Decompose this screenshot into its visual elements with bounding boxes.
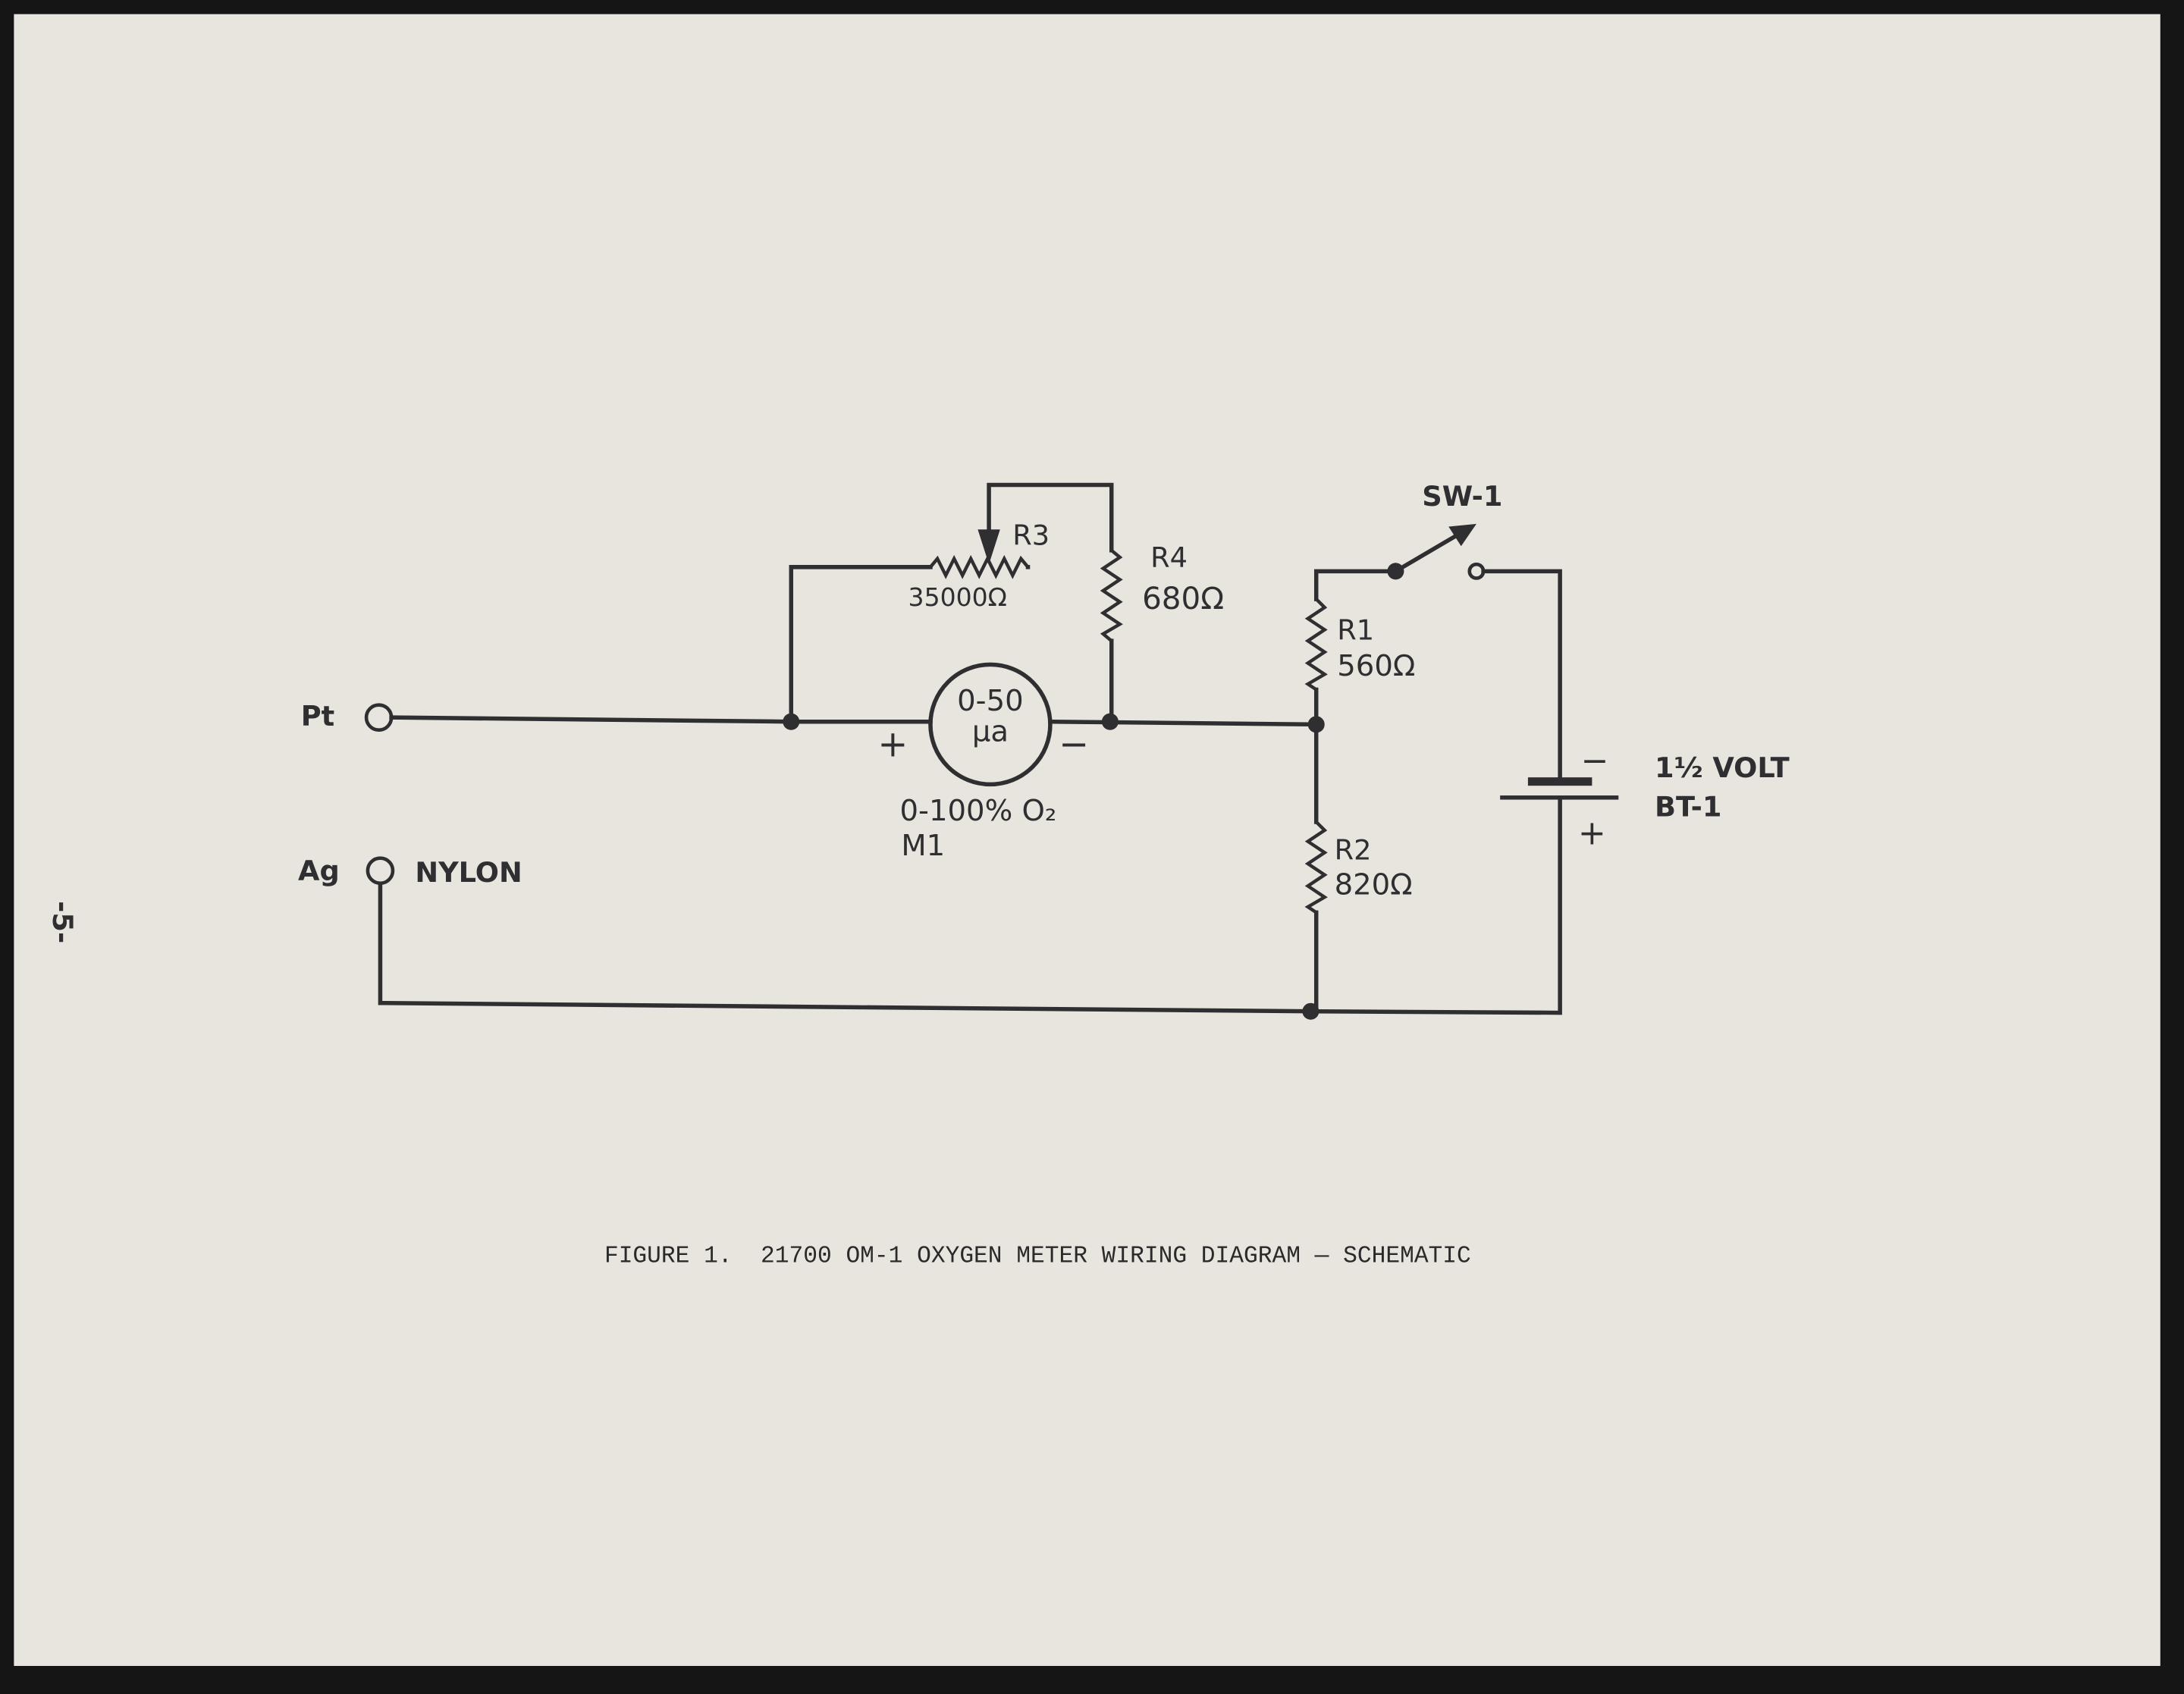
page-number: -5- (46, 901, 79, 943)
switch-arm (1395, 532, 1461, 573)
meter-scale: 0-100% O₂ (900, 794, 1057, 828)
meter-range: 0-50 (957, 684, 1024, 718)
battery-minus: − (1581, 742, 1609, 780)
pt-terminal (364, 703, 394, 732)
r3-resistor-symbol (929, 554, 1030, 579)
meter-designator: M1 (901, 829, 945, 863)
switch-name: SW-1 (1422, 480, 1502, 513)
r2-resistor-symbol (1304, 820, 1328, 914)
r4-name: R4 (1150, 541, 1188, 574)
junction-dots (783, 713, 1325, 1020)
r2-name: R2 (1335, 834, 1372, 867)
r3-name: R3 (1012, 519, 1050, 551)
meter-unit: µa (972, 714, 1009, 748)
r2-value: 820Ω (1335, 867, 1413, 902)
switch-contact (1467, 562, 1486, 580)
battery-positive-plate (1500, 795, 1619, 800)
battery-plus: + (1578, 814, 1606, 852)
r3-wiper-arrow-icon (977, 529, 1000, 565)
switch-arrow-icon (1448, 523, 1476, 547)
battery-voltage: 1½ VOLT (1655, 751, 1790, 784)
nylon-label: NYLON (415, 856, 522, 889)
r4-value: 680Ω (1142, 580, 1224, 616)
ag-terminal (366, 856, 395, 886)
r1-value: 560Ω (1337, 649, 1415, 683)
meter-minus: − (1059, 724, 1089, 766)
pt-label: Pt (301, 700, 334, 732)
battery-name: BT-1 (1655, 791, 1721, 823)
paper (14, 14, 2160, 1667)
r4-resistor-symbol (1100, 549, 1123, 642)
meter-plus: + (877, 724, 908, 766)
r3-value: 35000Ω (908, 582, 1007, 612)
meter-symbol (928, 662, 1053, 787)
ag-label: Ag (298, 855, 340, 887)
r1-name: R1 (1337, 613, 1374, 646)
r1-resistor-symbol (1304, 598, 1328, 692)
battery-negative-plate (1527, 777, 1592, 786)
figure-caption: FIGURE 1. 21700 OM-1 OXYGEN METER WIRING… (604, 1243, 1471, 1269)
